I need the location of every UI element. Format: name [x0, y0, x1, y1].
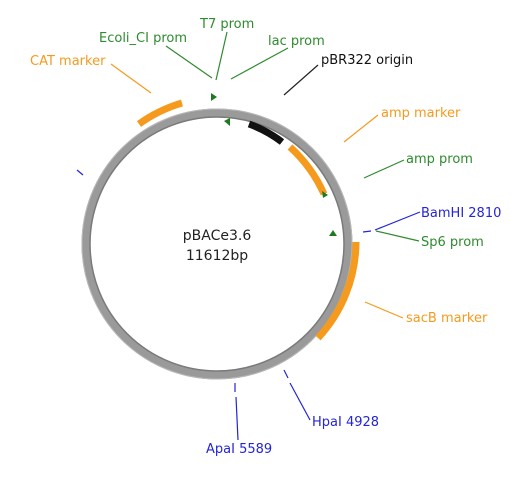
amp-marker-label: amp marker	[381, 106, 461, 121]
sp6-prom-leader	[375, 230, 420, 242]
t7-prom-label: T7 prom	[199, 17, 254, 32]
pbr322-origin-label: pBR322 origin	[321, 53, 413, 68]
sacb-marker-label: sacB marker	[406, 311, 488, 326]
hpai-tick	[283, 369, 289, 379]
plasmid-backbone	[81, 108, 353, 380]
pbr322-origin-arc	[247, 120, 285, 145]
pbr322-origin-leader	[283, 64, 319, 96]
bamhi-leader	[374, 211, 421, 231]
hpai-label: HpaI 4928	[312, 415, 379, 430]
ecoli-ci-prom-leader	[165, 45, 213, 79]
plasmid-name: pBACe3.6	[183, 228, 252, 244]
amp-prom-leader	[363, 159, 405, 179]
lac-prom-arrow	[224, 118, 230, 126]
cat-marker-arc	[136, 99, 184, 127]
amp-marker-leader	[343, 114, 379, 143]
hpai-leader	[289, 382, 311, 421]
ecoli-ci-prom-label: Ecoli_CI prom	[99, 31, 187, 46]
bamhi-tick	[362, 230, 372, 233]
bamhi-label: BamHI 2810	[421, 206, 501, 221]
lac-prom-leader	[230, 47, 289, 80]
amp-prom-arrow	[322, 191, 328, 198]
amp-marker-arc	[287, 144, 328, 196]
cat-marker-leader	[110, 63, 152, 94]
lac-prom-label: lac prom	[268, 34, 325, 49]
apai-label: ApaI 5589	[206, 442, 272, 457]
unlabeled-site-tick	[76, 169, 84, 176]
sp6-prom-label: Sp6 prom	[421, 235, 484, 250]
amp-prom-label: amp prom	[406, 152, 473, 167]
t7-prom-arrow	[211, 93, 217, 101]
sp6-prom-arrow	[329, 230, 337, 236]
plasmid-size: 11612bp	[186, 248, 248, 264]
apai-leader	[235, 396, 239, 441]
sacb-marker-leader	[364, 301, 404, 319]
cat-marker-label: CAT marker	[30, 54, 106, 69]
t7-prom-leader	[215, 31, 228, 81]
sacb-marker-arc	[315, 241, 360, 341]
